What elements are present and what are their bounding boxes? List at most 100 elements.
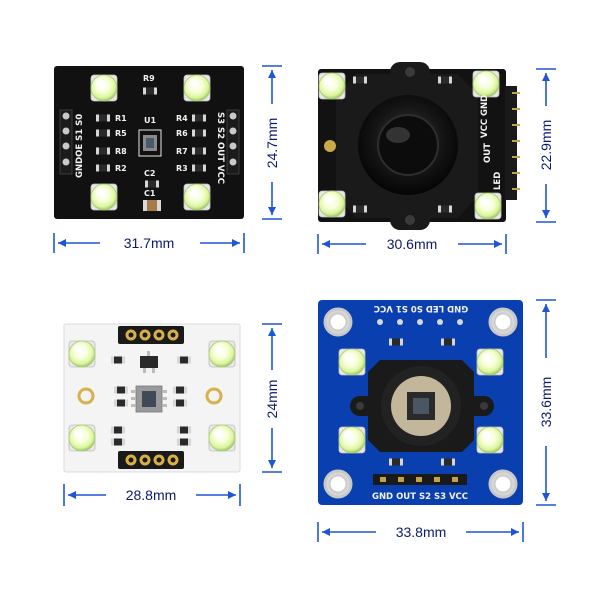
board-bl-bottom-header [118, 451, 184, 469]
board-tr-resistor [353, 76, 367, 84]
board-tr-pins-label: VCC GND [480, 95, 490, 138]
board-bl-resistor [114, 399, 128, 407]
board-tl-resistor [96, 114, 110, 122]
board-br-bottom-header [373, 474, 467, 485]
board-tl-resistor [96, 129, 110, 137]
board-tl-capacitor-pad [143, 200, 147, 211]
board-tl-capacitor-pad [157, 200, 161, 211]
board-tl-resistor [143, 87, 157, 95]
board-bl-width-dimension: 28.8mm [63, 484, 241, 506]
board-tr-height-dimension: 22.9mm [536, 68, 556, 223]
board-tl-height-label: 24.7mm [264, 118, 280, 169]
board-bl-top-header [118, 326, 184, 344]
board-tl-led [183, 183, 211, 211]
board-bl-resistor [177, 356, 191, 364]
board-tl-width-dimension: 31.7mm [53, 233, 245, 253]
board-bl [63, 323, 241, 473]
board-tl-led [183, 74, 211, 102]
board-bl-height-dimension: 24mm [262, 323, 282, 473]
board-tl-resistor [192, 129, 206, 137]
board-tl-label-r1: R1 [115, 114, 127, 123]
board-br-height-label: 33.6mm [538, 377, 554, 428]
board-br-width-label: 33.8mm [396, 524, 447, 540]
board-bl-height-label: 24mm [264, 380, 280, 419]
board-br-top-pins-label: GND LED S0 S1 VCC [374, 303, 468, 313]
board-tl-sensor-chip [138, 129, 162, 157]
board-bl-resistor [111, 356, 125, 364]
board-bl-led [68, 340, 96, 368]
board-br-resistor [389, 338, 403, 346]
board-br-mount-hole [488, 469, 518, 499]
board-bl-resistor [177, 426, 191, 434]
board-tl-label-r3: R3 [176, 164, 188, 173]
board-tr-led-label: LED [493, 172, 503, 190]
board-bl-resistor [111, 438, 125, 446]
board-br-mount-hole [488, 307, 518, 337]
board-tl-resistor [96, 147, 110, 155]
board-tl-label-r4: R4 [176, 114, 188, 123]
board-br-led [338, 426, 366, 454]
board-tl-capacitor [145, 180, 159, 188]
board-tl-resistor [192, 147, 206, 155]
board-br-height-dimension: 33.6mm [536, 299, 556, 506]
board-tl-label-c1: C1 [144, 189, 156, 198]
board-bl-resistor [173, 399, 187, 407]
board-tr-lens-holder [336, 62, 478, 230]
board-tl-label-c2: C2 [144, 169, 155, 178]
board-br-mount-hole [323, 307, 353, 337]
board-tr: VCC GND OUT LED [318, 62, 520, 230]
board-tl-label-r6: R6 [176, 129, 188, 138]
board-tl-label-r8: R8 [115, 147, 127, 156]
board-tl-led [90, 74, 118, 102]
board-bl-sensor-chip [131, 385, 167, 413]
board-tr-led [474, 192, 502, 220]
board-tl-label-r5: R5 [115, 129, 127, 138]
board-tr-led [318, 190, 346, 218]
board-br-resistor [441, 458, 455, 466]
board-tr-pin-header [505, 86, 520, 200]
board-tr-resistor [438, 205, 452, 213]
board-tl-label-r7: R7 [176, 147, 188, 156]
board-br-lens-holder [350, 360, 494, 452]
board-tl: GNDOE S1 S0 S3 S2 OUT VCC R9 R1 R5 R8 R2… [54, 66, 244, 219]
board-bl-transistor [140, 351, 158, 373]
board-bl-width-label: 28.8mm [126, 487, 177, 503]
board-br-led [338, 348, 366, 376]
board-tr-led [318, 72, 346, 100]
board-br-mount-hole [323, 469, 353, 499]
board-bl-resistor [114, 386, 128, 394]
board-br: GND LED S0 S1 VCC [318, 300, 523, 505]
board-br-led [476, 348, 504, 376]
board-bl-resistor [177, 438, 191, 446]
board-tr-width-label: 30.6mm [387, 236, 438, 252]
board-tl-left-pins-label: GNDOE S1 S0 [75, 114, 85, 178]
board-bl-led [208, 340, 236, 368]
board-tl-led [90, 183, 118, 211]
board-tl-height-dimension: 24.7mm [262, 65, 282, 220]
board-tl-resistor [192, 164, 206, 172]
board-tr-pad [324, 140, 336, 152]
board-bl-mount-hole [205, 387, 223, 405]
board-tl-right-header [226, 109, 240, 175]
board-tl-width-label: 31.7mm [124, 235, 175, 251]
board-tl-right-pins-label: S3 S2 OUT VCC [215, 112, 225, 184]
board-tr-led [472, 70, 500, 98]
board-bl-mount-hole [77, 387, 95, 405]
board-br-resistor [389, 458, 403, 466]
board-br-width-dimension: 33.8mm [317, 522, 524, 542]
board-bl-led [68, 424, 96, 452]
board-tl-label-u1: U1 [144, 116, 156, 125]
board-tl-resistor [192, 114, 206, 122]
board-bl-resistor [173, 386, 187, 394]
board-tl-capacitor [143, 200, 161, 211]
board-br-resistor [441, 338, 455, 346]
board-tr-height-label: 22.9mm [538, 120, 554, 171]
board-tr-out-label: OUT [483, 143, 493, 163]
board-tr-width-dimension: 30.6mm [317, 234, 507, 254]
board-bl-resistor [111, 426, 125, 434]
board-tl-label-r2: R2 [115, 164, 127, 173]
board-br-led [476, 426, 504, 454]
board-tr-resistor [353, 205, 367, 213]
board-br-bottom-pins-label: GND OUT S2 S3 VCC [372, 492, 468, 502]
